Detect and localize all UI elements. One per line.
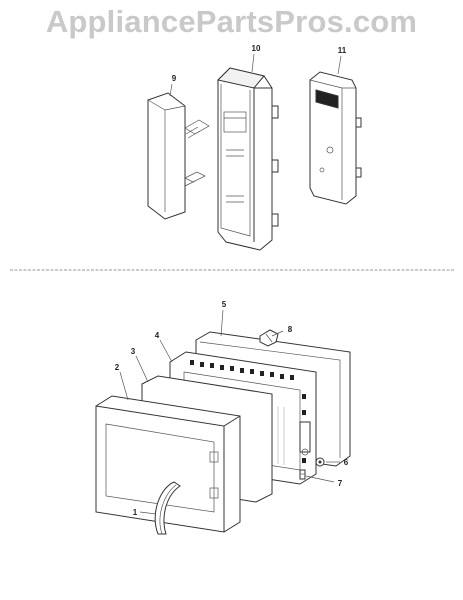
- callout-7: 7: [338, 479, 343, 488]
- callout-9: 9: [172, 74, 177, 83]
- part-9-side-cover: [147, 92, 210, 220]
- callout-1: 1: [133, 508, 138, 517]
- callout-2: 2: [115, 363, 120, 372]
- callout-5: 5: [222, 300, 227, 309]
- callout-4: 4: [155, 331, 160, 340]
- callout-3: 3: [131, 347, 136, 356]
- part-2-outer-door: [95, 395, 241, 533]
- part-11-control-board: [309, 71, 362, 205]
- site-watermark: AppliancePartsPros.com: [45, 4, 418, 39]
- part-10-control-panel-frame: [217, 67, 279, 251]
- callout-6: 6: [344, 458, 349, 467]
- callout-11: 11: [338, 46, 347, 55]
- part-6-hinge-pin: [315, 457, 325, 467]
- part-7-screw: [299, 469, 306, 480]
- part-8-latch: [259, 329, 279, 347]
- callout-10: 10: [252, 44, 261, 53]
- callout-8: 8: [288, 325, 293, 334]
